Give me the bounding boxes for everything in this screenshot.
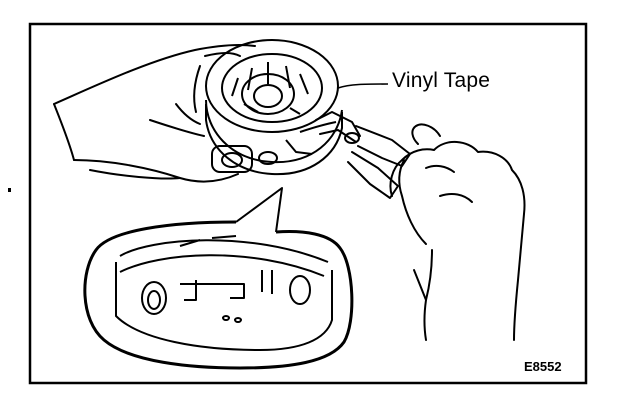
- detail-frame: [83, 220, 354, 370]
- detail-pointer: [235, 187, 283, 233]
- vinyl-tape-label: Vinyl Tape: [392, 69, 491, 92]
- callout-leader: [337, 83, 389, 89]
- magnified-detail: [83, 187, 354, 370]
- left-hand: [53, 44, 256, 183]
- snap-ring-pliers: [315, 111, 411, 199]
- figure-code: E8552: [524, 359, 562, 374]
- figure-border: [28, 22, 588, 385]
- right-hand: [389, 123, 526, 341]
- upper-part: [205, 39, 343, 176]
- margin-mark: [8, 188, 11, 192]
